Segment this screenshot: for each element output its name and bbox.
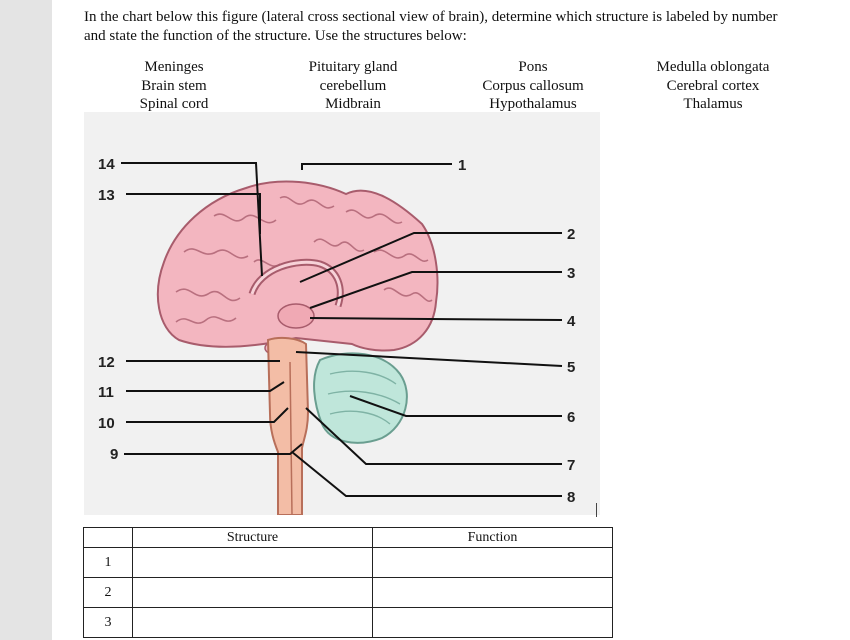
structure-term: Hypothalamus (489, 96, 577, 112)
label-12: 12 (98, 354, 115, 371)
structure-term: Brain stem (141, 77, 207, 94)
header-function: Function (372, 527, 613, 548)
cerebellum-folia (327, 370, 401, 425)
header-number (83, 527, 133, 548)
thalamus-shape (277, 303, 315, 329)
structure-cell[interactable] (132, 547, 373, 578)
label-6: 6 (567, 409, 575, 426)
label-11: 11 (98, 384, 114, 401)
cerebellum-shape (313, 352, 408, 444)
label-13: 13 (98, 187, 115, 204)
structure-cell[interactable] (132, 577, 373, 608)
structure-term: Spinal cord (139, 96, 209, 112)
structure-term: Meninges (144, 59, 204, 75)
structure-column-2: Pituitary gland cerebellum Midbrain (268, 58, 438, 114)
label-3: 3 (567, 265, 575, 282)
header-structure: Structure (132, 527, 373, 548)
row-number: 3 (83, 607, 133, 638)
structure-term: Medulla oblongata (656, 59, 770, 75)
table-header-row: Structure Function (83, 527, 613, 548)
label-1: 1 (458, 157, 466, 174)
label-4: 4 (567, 313, 576, 330)
function-cell[interactable] (372, 577, 613, 608)
structure-term: Cerebral cortex (666, 77, 760, 94)
function-cell[interactable] (372, 607, 613, 638)
structure-term: Pituitary gland (308, 59, 398, 75)
function-cell[interactable] (372, 547, 613, 578)
row-number: 2 (83, 577, 133, 608)
table-row: 1 (83, 547, 613, 578)
structure-term: Midbrain (325, 96, 381, 112)
structure-column-3: Pons Corpus callosum Hypothalamus (448, 58, 618, 114)
label-8: 8 (567, 489, 575, 506)
table-row: 3 (83, 607, 613, 638)
text-cursor (596, 503, 597, 517)
row-number: 1 (83, 547, 133, 578)
structure-term: Pons (518, 59, 548, 75)
label-14: 14 (98, 156, 115, 173)
answer-table: Structure Function 1 2 3 (83, 527, 613, 638)
label-10: 10 (98, 415, 115, 432)
label-7: 7 (567, 457, 575, 474)
label-5: 5 (567, 359, 575, 376)
structure-term: Thalamus (683, 96, 743, 112)
table-row: 2 (83, 577, 613, 608)
structure-term: Corpus callosum (482, 77, 584, 94)
brain-diagram: 1 2 3 4 5 6 7 8 9 10 11 12 13 14 (84, 112, 600, 515)
gyri-lines (175, 195, 433, 324)
structure-column-1: Meninges Brain stem Spinal cord (89, 58, 259, 114)
left-gutter (0, 0, 52, 640)
label-9: 9 (110, 446, 118, 463)
document-page: In the chart below this figure (lateral … (52, 0, 850, 640)
leader-lines (121, 162, 563, 497)
structure-term: cerebellum (319, 77, 387, 94)
structure-cell[interactable] (132, 607, 373, 638)
brainstem-shape (266, 336, 310, 515)
label-2: 2 (567, 226, 575, 243)
instructions-text: In the chart below this figure (lateral … (84, 9, 778, 44)
structure-column-4: Medulla oblongata Cerebral cortex Thalam… (628, 58, 798, 114)
